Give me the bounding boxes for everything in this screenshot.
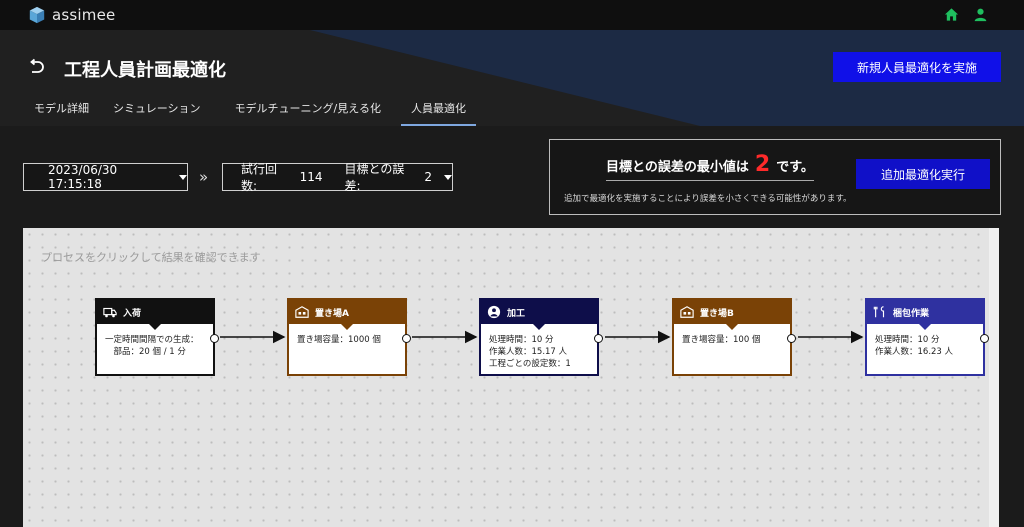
page-header: 工程人員計画最適化 新規人員最適化を実施 モデル詳細 シミュレーション モデルチ…: [0, 30, 1024, 126]
datetime-select[interactable]: 2023/06/30 17:15:18: [23, 163, 188, 191]
result-summary: 目標との誤差の最小値は 2 です。: [606, 152, 814, 181]
error-value: 2: [424, 170, 432, 184]
node-line: 工程ごとの設定数：1: [489, 359, 571, 369]
home-icon[interactable]: [944, 7, 959, 22]
additional-optimization-button[interactable]: 追加最適化実行: [856, 159, 990, 189]
node-title: 入荷: [123, 308, 142, 319]
node-title: 梱包作業: [893, 308, 930, 319]
result-prefix: 目標との誤差の最小値は: [606, 160, 749, 175]
node-title: 置き場A: [315, 308, 349, 319]
caret-down-icon: [179, 174, 187, 180]
warehouse-icon: [680, 306, 694, 318]
user-icon[interactable]: [973, 7, 988, 22]
tab-bar: モデル詳細 シミュレーション モデルチューニング/見える化 人員最適化: [24, 100, 480, 126]
result-suffix: です。: [776, 160, 814, 175]
output-port[interactable]: [594, 334, 603, 343]
process-node-processing[interactable]: 加工 処理時間：10 分 作業人数：15.17 人 工程ごとの設定数：1: [479, 298, 603, 376]
worker-icon: [487, 305, 501, 319]
tab-model-detail[interactable]: モデル詳細: [34, 102, 89, 115]
node-line: 部品：20 個 / 1 分: [105, 347, 186, 357]
tab-model-tuning[interactable]: モデルチューニング/見える化: [234, 102, 381, 115]
trial-select[interactable]: 試行回数: 114 目標との誤差: 2: [222, 162, 453, 193]
node-line: 一定時間間隔での生成：: [105, 335, 199, 345]
output-port[interactable]: [787, 334, 796, 343]
caret-down-icon: [444, 174, 452, 180]
process-node-storage-b[interactable]: 置き場B 置き場容量：100 個: [672, 298, 796, 376]
node-title: 置き場B: [700, 308, 734, 319]
page-title: 工程人員計画最適化: [64, 60, 226, 81]
output-port[interactable]: [210, 334, 219, 343]
node-line: 処理時間：10 分: [489, 335, 554, 345]
error-label: 目標との誤差:: [344, 162, 405, 193]
tools-icon: [873, 306, 885, 318]
output-port[interactable]: [402, 334, 411, 343]
result-panel: 目標との誤差の最小値は 2 です。 追加で最適化を実施することにより誤差を小さく…: [549, 139, 1001, 215]
result-value: 2: [754, 152, 771, 177]
process-node-storage-a[interactable]: 置き場A 置き場容量：1000 個: [287, 298, 411, 376]
output-port[interactable]: [980, 334, 989, 343]
trial-count: 114: [299, 170, 323, 184]
node-title: 加工: [507, 308, 526, 319]
tab-staff-optimization[interactable]: 人員最適化: [400, 100, 476, 126]
top-bar: assimee: [0, 0, 1024, 30]
new-optimization-button[interactable]: 新規人員最適化を実施: [833, 52, 1001, 82]
process-edges: [220, 330, 864, 344]
node-line: 作業人数：15.17 人: [489, 347, 568, 357]
datetime-value: 2023/06/30 17:15:18: [48, 163, 118, 191]
result-note: 追加で最適化を実施することにより誤差を小さくできる可能性があります。: [564, 194, 852, 204]
process-node-packing[interactable]: 梱包作業 処理時間：10 分 作業人数：16.23 人: [865, 298, 989, 376]
cube-logo-icon: [29, 6, 45, 24]
node-line: 置き場容量：1000 個: [297, 335, 381, 345]
app-name: assimee: [52, 6, 116, 24]
tab-simulation[interactable]: シミュレーション: [113, 102, 201, 115]
app-logo[interactable]: assimee: [28, 6, 115, 24]
canvas-scrollbar[interactable]: [989, 228, 999, 527]
node-line: 作業人数：16.23 人: [875, 347, 954, 357]
back-arrow-icon[interactable]: [28, 58, 46, 76]
truck-icon: [103, 307, 117, 318]
node-line: 置き場容量：100 個: [682, 335, 761, 345]
process-canvas[interactable]: プロセスをクリックして結果を確認できます 入荷 一定時間間隔での生成： 部品：2…: [23, 228, 989, 527]
double-chevron-icon: »: [199, 168, 209, 186]
trial-label: 試行回数:: [241, 162, 278, 193]
node-line: 処理時間：10 分: [875, 335, 940, 345]
canvas-hint: プロセスをクリックして結果を確認できます: [41, 251, 261, 264]
warehouse-icon: [295, 306, 309, 318]
process-node-arrival[interactable]: 入荷 一定時間間隔での生成： 部品：20 個 / 1 分: [95, 298, 219, 376]
